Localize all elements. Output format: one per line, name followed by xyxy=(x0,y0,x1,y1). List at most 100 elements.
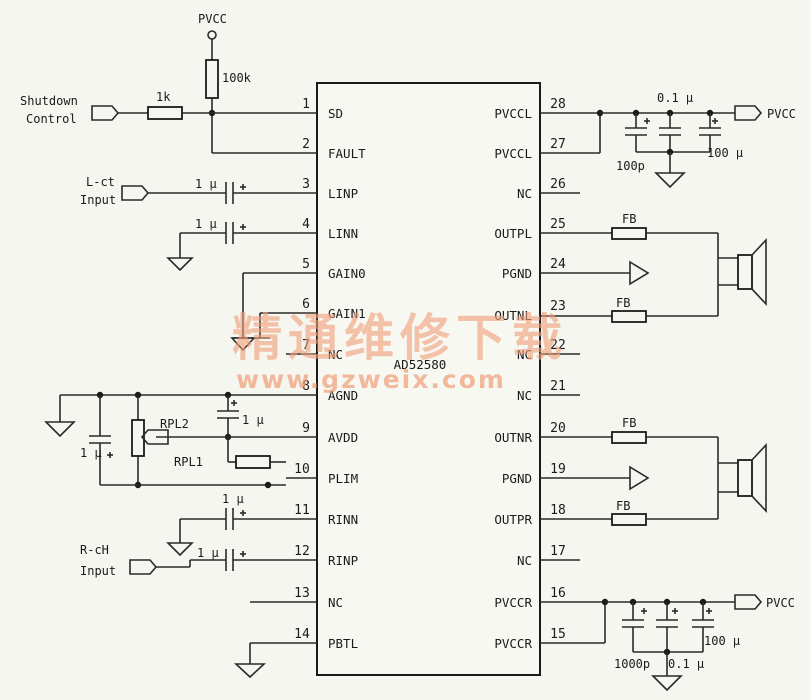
pin-label-6: GAIN1 xyxy=(328,306,366,321)
pin-label-18: OUTPR xyxy=(494,512,532,527)
lct-label-2: Input xyxy=(80,193,116,207)
pin-num-26: 26 xyxy=(550,177,566,192)
pin-num-6: 6 xyxy=(302,297,310,312)
pin-label-13: NC xyxy=(328,595,343,610)
cap-top-c-label: 100 μ xyxy=(707,146,743,160)
pin-label-12: RINP xyxy=(328,553,358,568)
pin-label-11: RINN xyxy=(328,512,358,527)
pvcc-pullup xyxy=(205,30,286,154)
pin-num-17: 17 xyxy=(550,544,566,559)
agnd-avdd-network xyxy=(44,391,286,489)
pin-label-3: LINP xyxy=(328,186,358,201)
pin-num-23: 23 xyxy=(550,299,566,314)
pin-num-24: 24 xyxy=(550,257,566,272)
cap-bot-c-label: 100 μ xyxy=(704,634,740,648)
rch-input xyxy=(129,549,286,575)
rpl2-label: RPL2 xyxy=(160,417,189,431)
fb4-label: FB xyxy=(616,499,630,513)
c-linn-label: 1 μ xyxy=(195,217,217,231)
pin-num-28: 28 xyxy=(550,97,566,112)
pin-label-19: PGND xyxy=(502,471,532,486)
cap-top-b-label: 100p xyxy=(616,159,645,173)
fb2-label: FB xyxy=(616,296,630,310)
pin-label-16: PVCCR xyxy=(494,595,532,610)
pin-label-28: PVCCL xyxy=(494,106,532,121)
pin-num-22: 22 xyxy=(550,338,566,353)
pin-label-24: PGND xyxy=(502,266,532,281)
pin-label-4: LINN xyxy=(328,226,358,241)
pin-label-9: AVDD xyxy=(328,430,358,445)
pin-label-26: NC xyxy=(517,186,532,201)
pin-num-2: 2 xyxy=(302,137,310,152)
pin-num-14: 14 xyxy=(294,627,310,642)
r-100k-label: 100k xyxy=(222,71,252,85)
left-pin-stubs xyxy=(286,112,317,644)
pin-num-20: 20 xyxy=(550,421,566,436)
c-rinn-label: 1 μ xyxy=(222,492,244,506)
pin-label-8: AGND xyxy=(328,388,358,403)
pin-num-4: 4 xyxy=(302,217,310,232)
pvccr-decoupling xyxy=(601,594,763,692)
pin-label-27: PVCCL xyxy=(494,146,532,161)
pin-label-15: PVCCR xyxy=(494,636,532,651)
pin-num-11: 11 xyxy=(294,503,310,518)
pin-num-1: 1 xyxy=(302,97,310,112)
pin-num-8: 8 xyxy=(302,379,310,394)
pin-num-25: 25 xyxy=(550,217,566,232)
right-speaker-output xyxy=(580,431,767,526)
pin-label-7: NC xyxy=(328,347,343,362)
pin-num-13: 13 xyxy=(294,586,310,601)
lch-input xyxy=(121,182,286,204)
pin-label-20: OUTNR xyxy=(494,430,532,445)
c-linp-label: 1 μ xyxy=(195,177,217,191)
shutdown-label-1: Shutdown xyxy=(20,94,78,108)
shutdown-line xyxy=(91,105,286,121)
pvcc-right-top-label: PVCC xyxy=(767,107,796,121)
shutdown-label-2: Control xyxy=(26,112,77,126)
pin-label-25: OUTPL xyxy=(494,226,532,241)
cap-top-a-label: 0.1 μ xyxy=(657,91,693,105)
pin-label-2: FAULT xyxy=(328,146,366,161)
rch-label-2: Input xyxy=(80,564,116,578)
fb3-label: FB xyxy=(622,416,636,430)
linn-cap xyxy=(166,222,286,272)
pin-label-10: PLIM xyxy=(328,471,358,486)
cap-bot-a-label: 1000p xyxy=(614,657,650,671)
pin-num-21: 21 xyxy=(550,379,566,394)
rpl1-label: RPL1 xyxy=(174,455,203,469)
pin-num-12: 12 xyxy=(294,544,310,559)
pvccl-decoupling xyxy=(596,105,763,189)
pin-label-23: OUTNL xyxy=(494,308,532,323)
pin-label-21: NC xyxy=(517,388,532,403)
pin-num-16: 16 xyxy=(550,586,566,601)
pin-num-5: 5 xyxy=(302,257,310,272)
lct-label-1: L-ct xyxy=(86,175,115,189)
pin-label-1: SD xyxy=(328,106,343,121)
pin-num-27: 27 xyxy=(550,137,566,152)
chip-body xyxy=(316,82,541,676)
pin-label-22: NC xyxy=(517,347,532,362)
c-agnd-label: 1 μ xyxy=(80,446,102,460)
pin-label-5: GAIN0 xyxy=(328,266,366,281)
pin-num-3: 3 xyxy=(302,177,310,192)
pin-label-14: PBTL xyxy=(328,636,358,651)
pin-num-7: 7 xyxy=(302,338,310,353)
watermark-line1: 精通维修下载 xyxy=(232,309,568,367)
pbtl-ground xyxy=(233,601,286,679)
c-avdd-label: 1 μ xyxy=(242,413,264,427)
pin-num-15: 15 xyxy=(550,627,566,642)
gain-ground xyxy=(230,272,286,352)
watermark-line2: www.gzweix.com xyxy=(236,365,506,394)
chip-name: AD52580 xyxy=(394,357,447,372)
right-pin-stubs xyxy=(540,112,612,644)
pin-num-19: 19 xyxy=(550,462,566,477)
r-1k-label: 1k xyxy=(156,90,171,104)
left-speaker-output xyxy=(580,227,767,323)
c-rinp-label: 1 μ xyxy=(197,546,219,560)
pin-num-18: 18 xyxy=(550,503,566,518)
cap-bot-b-label: 0.1 μ xyxy=(668,657,704,671)
rinn-cap xyxy=(166,508,286,557)
rch-label-1: R-cH xyxy=(80,543,109,557)
pin-num-9: 9 xyxy=(302,421,310,436)
